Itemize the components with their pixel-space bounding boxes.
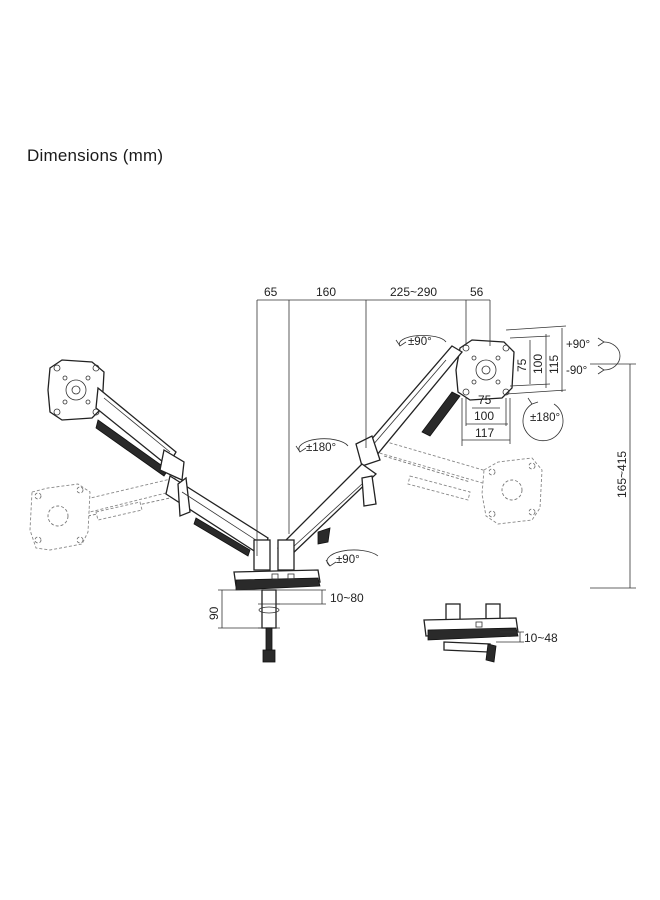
rotation-tilt-down: -90° bbox=[566, 365, 587, 377]
dim-height-range: 165~415 bbox=[615, 451, 629, 498]
rotation-monitor: ±180° bbox=[530, 412, 560, 424]
dim-vesa-v-75: 75 bbox=[515, 358, 529, 372]
rotation-base-swivel: ±90° bbox=[336, 554, 360, 566]
left-lower-arm bbox=[165, 474, 269, 558]
rotation-arm-swivel: ±180° bbox=[306, 442, 336, 454]
rotation-arrow-arm bbox=[295, 438, 349, 453]
dim-160: 160 bbox=[316, 285, 336, 299]
ghost-left-monitor-plate bbox=[29, 483, 91, 551]
dim-vesa-h-75: 75 bbox=[478, 393, 492, 407]
page-title: Dimensions (mm) bbox=[27, 146, 164, 165]
dim-vesa-v-115: 115 bbox=[547, 355, 561, 374]
ghost-left-arm bbox=[81, 477, 179, 521]
dim-225-290: 225~290 bbox=[390, 285, 437, 299]
rotation-upper-swivel: ±90° bbox=[408, 336, 432, 348]
vesa-vertical-lines bbox=[505, 325, 567, 395]
grommet-mount bbox=[423, 603, 519, 663]
c-clamp bbox=[258, 589, 280, 663]
ghost-right-monitor-plate bbox=[481, 457, 543, 525]
dim-clamp-height: 90 bbox=[207, 606, 221, 620]
rotation-arrow-tilt bbox=[597, 337, 621, 375]
right-upper-arm bbox=[355, 345, 463, 467]
center-poles bbox=[253, 539, 295, 571]
ghost-right-arm bbox=[375, 439, 491, 501]
dim-vesa-v-100: 100 bbox=[531, 354, 545, 374]
rotation-tilt-up: +90° bbox=[566, 339, 590, 351]
right-monitor-plate bbox=[455, 339, 515, 401]
clamp-dimension-lines bbox=[218, 589, 524, 643]
dim-56: 56 bbox=[470, 285, 484, 299]
desk-base-plate bbox=[233, 569, 321, 591]
dim-grommet-range: 10~48 bbox=[524, 631, 558, 645]
vesa-horizontal-lines bbox=[461, 398, 511, 446]
rotation-arrow-upper bbox=[395, 335, 447, 347]
dim-65: 65 bbox=[264, 285, 278, 299]
top-dimension-lines bbox=[256, 299, 491, 556]
rotation-arrow-base bbox=[325, 549, 379, 567]
dim-vesa-h-117: 117 bbox=[475, 426, 494, 440]
left-upper-arm bbox=[95, 386, 185, 481]
dim-clamp-range: 10~80 bbox=[330, 591, 364, 605]
rotation-arrow-monitor bbox=[522, 397, 564, 442]
height-dimension-lines bbox=[590, 363, 636, 589]
dim-vesa-h-100: 100 bbox=[474, 409, 494, 423]
left-monitor-plate bbox=[47, 359, 105, 421]
